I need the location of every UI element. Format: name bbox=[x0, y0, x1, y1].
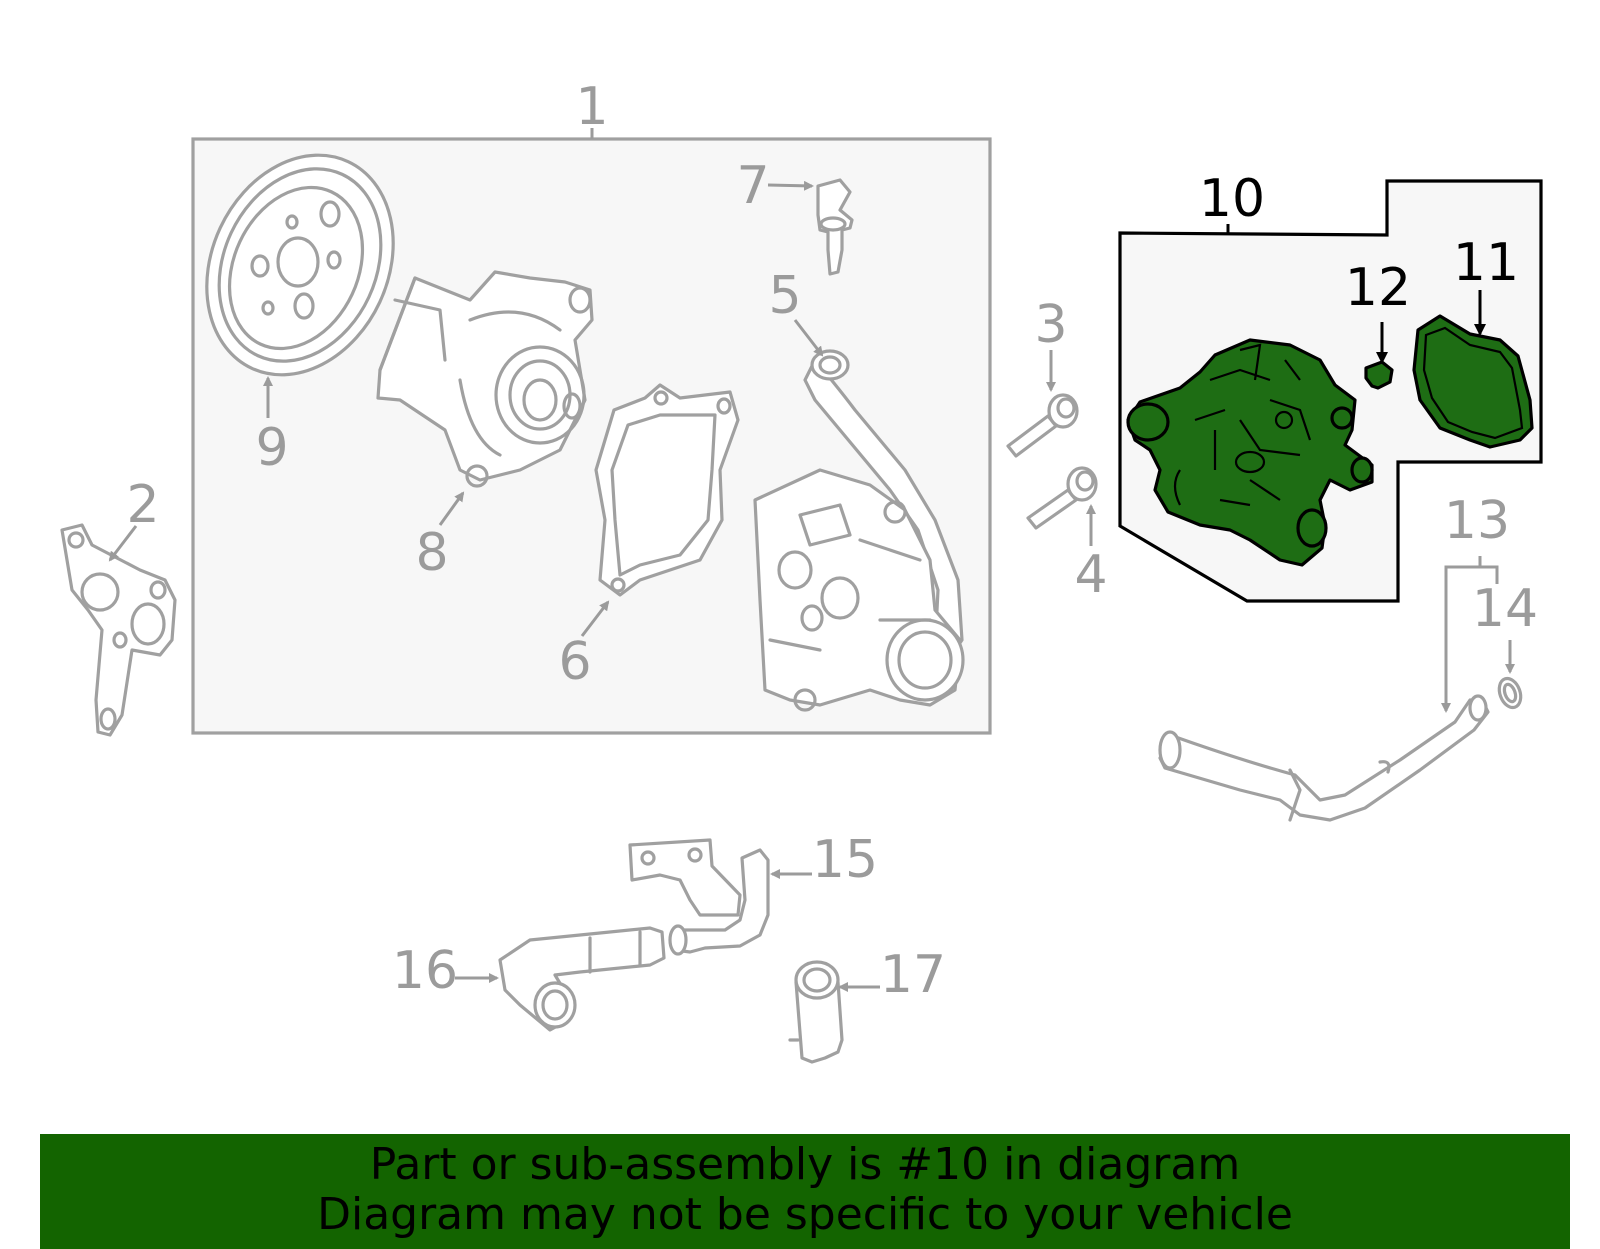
callout-15: 15 bbox=[812, 830, 878, 890]
part-16-hose[interactable] bbox=[498, 926, 666, 1032]
callout-11: 11 bbox=[1453, 233, 1519, 293]
callout-1: 1 bbox=[575, 77, 608, 137]
callout-17: 17 bbox=[880, 945, 946, 1005]
leader-lines bbox=[108, 180, 1515, 992]
part-4-bolt[interactable] bbox=[1026, 466, 1098, 530]
callout-10: 10 bbox=[1199, 169, 1265, 229]
part-2-bracket[interactable] bbox=[60, 523, 177, 737]
info-banner: Part or sub-assembly is #10 in diagram D… bbox=[40, 1134, 1570, 1249]
part-14-o-ring[interactable] bbox=[1495, 675, 1524, 710]
part-12-clip[interactable] bbox=[1364, 360, 1394, 390]
part-1-housing[interactable] bbox=[753, 468, 965, 712]
part-5-coolant-pipe[interactable] bbox=[803, 349, 964, 662]
callout-2: 2 bbox=[126, 475, 159, 535]
callout-14: 14 bbox=[1472, 579, 1538, 639]
callout-6: 6 bbox=[558, 632, 591, 692]
part-10-thermostat-housing[interactable] bbox=[1126, 338, 1374, 567]
part-6-gasket[interactable] bbox=[594, 383, 740, 597]
callout-16: 16 bbox=[392, 941, 458, 1001]
callout-8: 8 bbox=[415, 523, 448, 583]
part-17-fitting[interactable] bbox=[788, 960, 844, 1064]
callout-7: 7 bbox=[736, 156, 769, 216]
callout-3: 3 bbox=[1034, 295, 1067, 355]
callout-13: 13 bbox=[1444, 491, 1510, 551]
callout-4: 4 bbox=[1074, 545, 1107, 605]
part-13-bypass-pipe[interactable] bbox=[1158, 694, 1490, 822]
banner-line-2: Diagram may not be specific to your vehi… bbox=[317, 1189, 1293, 1240]
banner-line-1: Part or sub-assembly is #10 in diagram bbox=[369, 1139, 1241, 1190]
callout-12: 12 bbox=[1345, 258, 1411, 318]
part-3-bolt[interactable] bbox=[1006, 393, 1079, 458]
part-7-sensor[interactable] bbox=[816, 178, 854, 276]
part-15-pipe[interactable] bbox=[628, 838, 770, 956]
part-8-water-pump[interactable] bbox=[376, 270, 594, 488]
part-9-pulley[interactable] bbox=[172, 124, 428, 405]
callout-5: 5 bbox=[768, 266, 801, 326]
callout-9: 9 bbox=[255, 418, 288, 478]
